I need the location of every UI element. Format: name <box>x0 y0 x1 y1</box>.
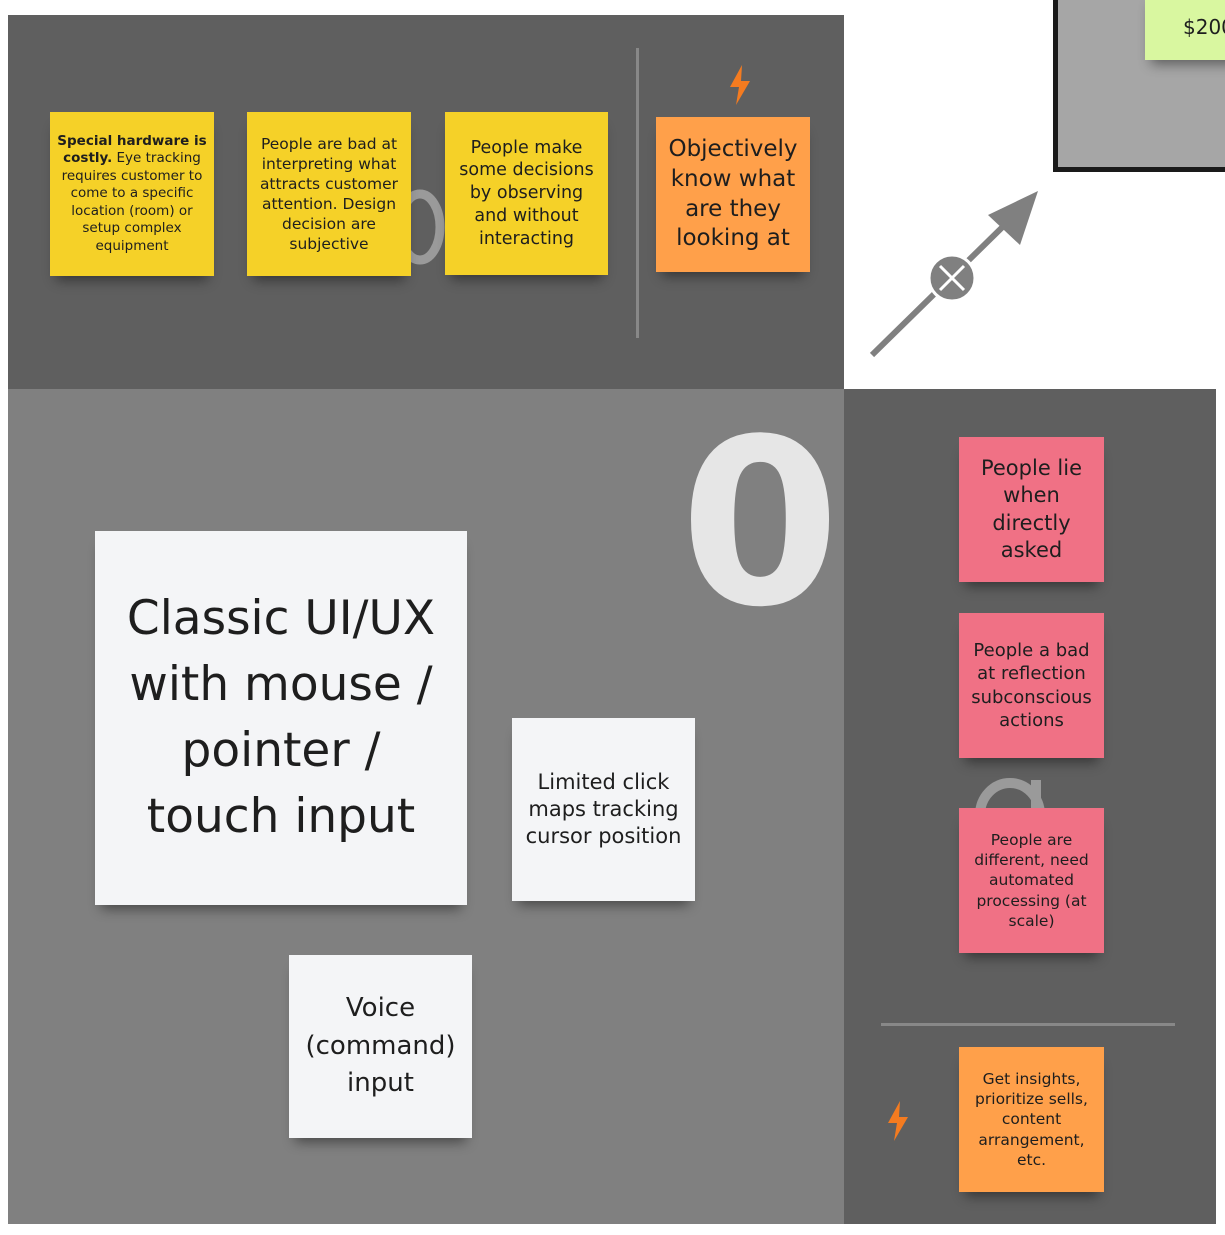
big-number: 0 <box>680 391 841 658</box>
partial-green-sticky[interactable]: $200 <box>1145 0 1225 60</box>
sticky-note[interactable]: Get insights, prioritize sells, content … <box>959 1047 1104 1192</box>
lightning-icon <box>730 65 750 105</box>
sticky-note[interactable]: Voice (command) input <box>289 955 472 1138</box>
divider-vertical <box>636 48 639 338</box>
sticky-note[interactable]: People are bad at interpreting what attr… <box>247 112 411 276</box>
sticky-note[interactable]: People lie when directly asked <box>959 437 1104 582</box>
lightning-icon <box>888 1101 908 1141</box>
arrow-icon[interactable] <box>860 185 1050 365</box>
sticky-note[interactable]: Classic UI/UX with mouse / pointer / tou… <box>95 531 467 905</box>
sticky-note[interactable]: People are different, need automated pro… <box>959 808 1104 953</box>
sticky-note[interactable]: Objectively know what are they looking a… <box>656 117 810 272</box>
sticky-note[interactable]: Limited click maps tracking cursor posit… <box>512 718 695 901</box>
sticky-note[interactable]: People make some decisions by observing … <box>445 112 608 275</box>
sticky-note[interactable]: People a bad at reflection subconscious … <box>959 613 1104 758</box>
sticky-note[interactable]: Special hardware is costly. Eye tracking… <box>50 112 214 276</box>
divider-horizontal <box>881 1023 1175 1026</box>
